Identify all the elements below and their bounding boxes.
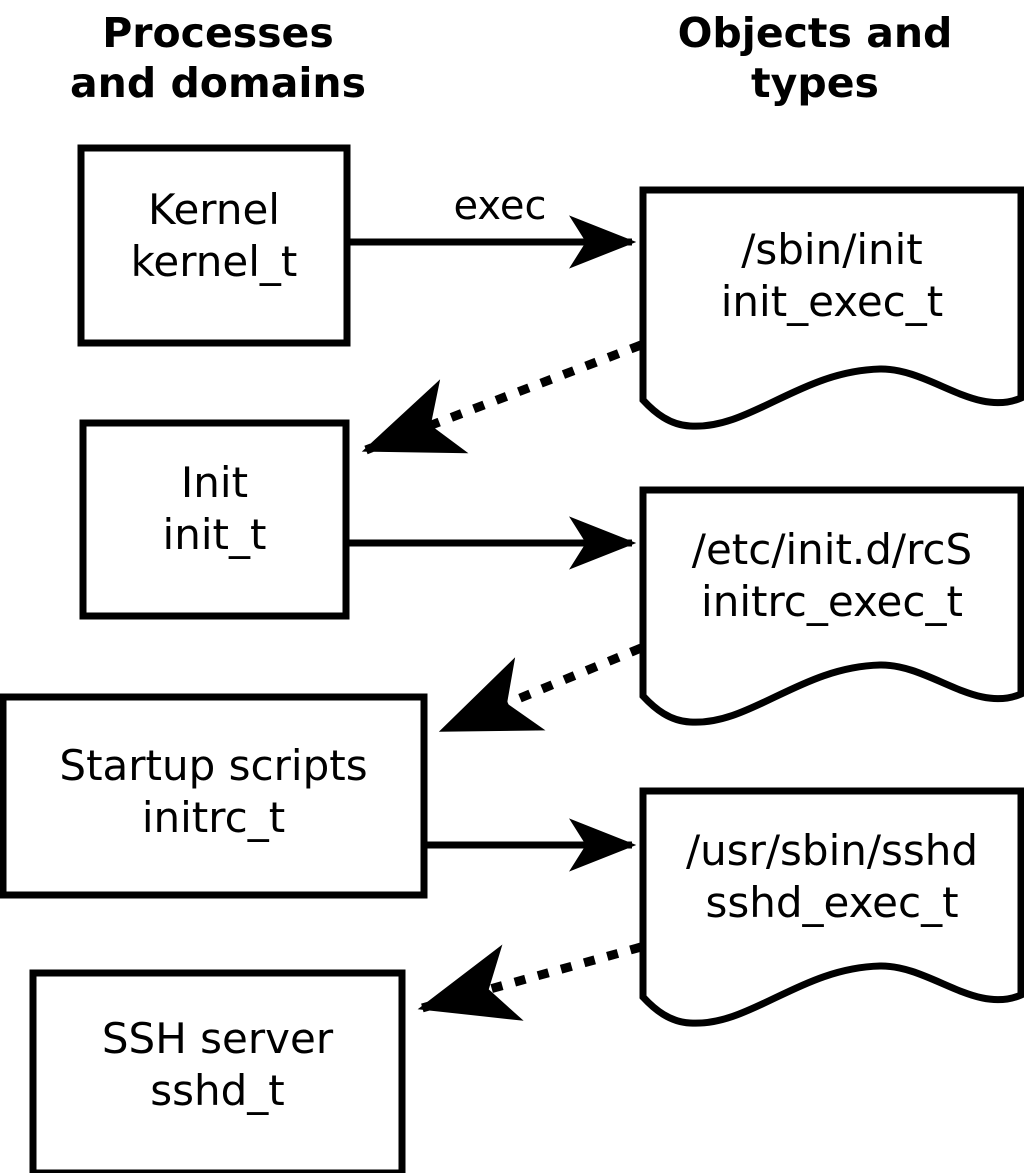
object-doc-init-exec bbox=[639, 186, 1024, 430]
object-label-initrc-exec-path: /etc/init.d/rcS bbox=[691, 525, 973, 574]
process-label-initrc-name: Startup scripts bbox=[59, 741, 368, 790]
edge-transition-initrc-exec-to-initrc bbox=[438, 643, 643, 735]
object-label-initrc-exec-type: initrc_exec_t bbox=[701, 577, 963, 626]
object-label-sshd-exec: /usr/sbin/sshd sshd_exec_t bbox=[643, 825, 1021, 929]
process-label-init-type: init_t bbox=[162, 510, 267, 559]
edge-label-exec: exec bbox=[453, 183, 547, 229]
process-label-sshd-name: SSH server bbox=[101, 1014, 334, 1063]
object-label-sshd-exec-path: /usr/sbin/sshd bbox=[685, 826, 979, 875]
process-label-init: Init init_t bbox=[83, 457, 346, 561]
process-box-init bbox=[79, 419, 350, 620]
column-header-objects-line1: Objects and bbox=[677, 9, 953, 57]
column-header-objects-line2: types bbox=[751, 59, 879, 107]
process-label-kernel-type: kernel_t bbox=[130, 237, 298, 286]
object-label-init-exec: /sbin/init init_exec_t bbox=[643, 224, 1021, 328]
column-header-processes-line2: and domains bbox=[69, 59, 367, 107]
column-header-processes-line1: Processes bbox=[102, 9, 334, 57]
edge-transition-init-exec-to-init bbox=[361, 340, 643, 455]
process-label-kernel: Kernel kernel_t bbox=[81, 184, 347, 288]
process-label-initrc-type: initrc_t bbox=[141, 793, 286, 842]
process-label-init-name: Init bbox=[180, 458, 249, 507]
column-header-objects: Objects and types bbox=[610, 8, 1020, 108]
object-doc-initrc-exec bbox=[639, 486, 1024, 726]
process-label-sshd-type: sshd_t bbox=[150, 1066, 285, 1115]
process-box-kernel bbox=[77, 144, 351, 347]
process-box-initrc bbox=[0, 693, 428, 899]
object-label-initrc-exec: /etc/init.d/rcS initrc_exec_t bbox=[643, 524, 1021, 628]
column-header-processes: Processes and domains bbox=[28, 8, 408, 108]
object-label-init-exec-type: init_exec_t bbox=[720, 277, 944, 326]
process-label-kernel-name: Kernel bbox=[148, 185, 280, 234]
object-label-sshd-exec-type: sshd_exec_t bbox=[705, 878, 959, 927]
process-box-sshd bbox=[29, 969, 406, 1173]
process-label-sshd: SSH server sshd_t bbox=[33, 1013, 402, 1117]
object-label-init-exec-path: /sbin/init bbox=[741, 225, 923, 274]
object-doc-sshd-exec bbox=[639, 787, 1024, 1027]
process-label-initrc: Startup scripts initrc_t bbox=[3, 740, 424, 844]
edge-transition-sshd-exec-to-sshd bbox=[417, 942, 643, 1021]
